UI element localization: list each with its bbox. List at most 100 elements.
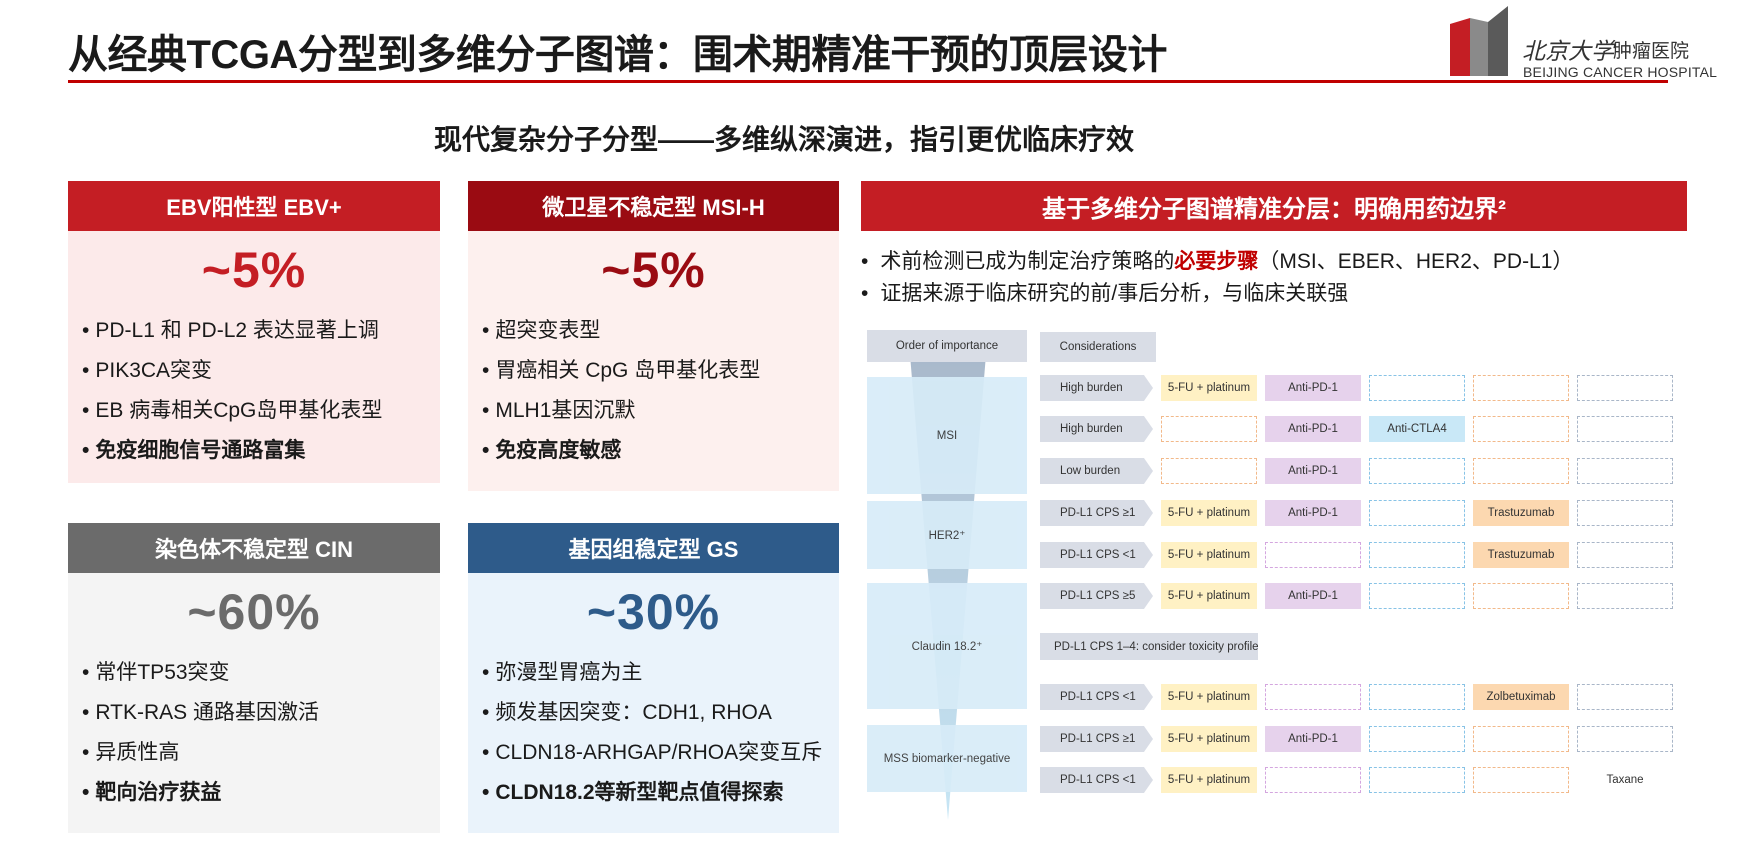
empty-slot (1369, 583, 1465, 609)
feature-item: 常伴TP53突变 (82, 653, 440, 693)
bullet-item: 术前检测已成为制定治疗策略的必要步骤（MSI、EBER、HER2、PD-L1） (861, 246, 1573, 278)
subtype-card-ebv: EBV阳性型 EBV+ ~5% PD-L1 和 PD-L2 表达显著上调 PIK… (68, 181, 440, 483)
feature-item: MLH1基因沉默 (482, 391, 839, 431)
empty-slot (1369, 500, 1465, 526)
right-panel-title: 基于多维分子图谱精准分层：明确用药边界² (861, 181, 1687, 231)
regimen-immunotherapy: Anti-PD-1 (1265, 416, 1361, 442)
empty-slot (1473, 375, 1569, 401)
regimen-targeted: Trastuzumab (1473, 500, 1569, 526)
right-panel-bullets: 术前检测已成为制定治疗策略的必要步骤（MSI、EBER、HER2、PD-L1） … (861, 246, 1573, 310)
bullet-emphasis: 必要步骤 (1174, 250, 1259, 273)
regimen-chemo: 5-FU + platinum (1161, 767, 1257, 793)
consideration-label: PD-L1 CPS ≥5 (1040, 583, 1153, 609)
biomarker-her2: HER2⁺ (867, 501, 1027, 569)
title-divider (68, 80, 1668, 83)
card-body: ~5% PD-L1 和 PD-L2 表达显著上调 PIK3CA突变 EB 病毒相… (68, 231, 440, 483)
logo-university-name: 北京大学 (1522, 39, 1614, 65)
subtype-card-gs: 基因组稳定型 GS ~30% 弥漫型胃癌为主 频发基因突变：CDH1, RHOA… (468, 523, 839, 833)
feature-item: 频发基因突变：CDH1, RHOA (482, 693, 839, 733)
empty-slot (1161, 458, 1257, 484)
considerations-header: Considerations (1040, 332, 1156, 362)
empty-slot (1369, 458, 1465, 484)
empty-slot (1369, 684, 1465, 710)
biomarker-msi: MSI (867, 377, 1027, 494)
regimen-taxane: Taxane (1606, 774, 1644, 786)
feature-list: 弥漫型胃癌为主 频发基因突变：CDH1, RHOA CLDN18-ARHGAP/… (468, 653, 839, 813)
feature-item: 弥漫型胃癌为主 (482, 653, 839, 693)
empty-slot (1577, 726, 1673, 752)
empty-slot (1473, 458, 1569, 484)
regimen-targeted: Trastuzumab (1473, 542, 1569, 568)
bullet-text: （MSI、EBER、HER2、PD-L1） (1258, 250, 1574, 273)
logo-department-name: 肿瘤医院 (1613, 41, 1690, 62)
empty-slot (1577, 583, 1673, 609)
consideration-label: PD-L1 CPS <1 (1040, 542, 1153, 568)
regimen-chemo: 5-FU + platinum (1161, 726, 1257, 752)
card-title: 微卫星不稳定型 MSI-H (468, 181, 839, 231)
card-percent: ~30% (586, 584, 721, 640)
card-title: EBV阳性型 EBV+ (68, 181, 440, 231)
regimen-chemo: 5-FU + platinum (1161, 375, 1257, 401)
consideration-label: PD-L1 CPS <1 (1040, 684, 1153, 710)
biomarker-claudin: Claudin 18.2⁺ (867, 583, 1027, 709)
regimen-immunotherapy: Anti-PD-1 (1265, 726, 1361, 752)
regimen-immunotherapy: Anti-PD-1 (1265, 375, 1361, 401)
feature-item: PD-L1 和 PD-L2 表达显著上调 (82, 311, 440, 351)
consideration-label: Low burden (1040, 458, 1153, 484)
treatment-diagram: Order of importance Considerations MSI H… (867, 330, 1687, 820)
feature-highlight: CLDN18.2等新型靶点值得探索 (482, 773, 839, 813)
consideration-label: PD-L1 CPS <1 (1040, 767, 1153, 793)
empty-slot (1161, 416, 1257, 442)
empty-slot (1577, 375, 1673, 401)
consideration-label: High burden (1040, 416, 1153, 442)
consideration-label: PD-L1 CPS ≥1 (1040, 726, 1153, 752)
empty-slot (1265, 767, 1361, 793)
empty-slot (1473, 767, 1569, 793)
biomarker-mss-negative: MSS biomarker-negative (867, 725, 1027, 792)
empty-slot (1473, 726, 1569, 752)
card-percent: ~60% (187, 584, 321, 640)
regimen-anti-ctla4: Anti-CTLA4 (1369, 416, 1465, 442)
regimen-immunotherapy: Anti-PD-1 (1265, 500, 1361, 526)
consideration-label: PD-L1 CPS 1–4: consider toxicity profile (1040, 633, 1259, 660)
empty-slot (1265, 542, 1361, 568)
empty-slot (1473, 416, 1569, 442)
empty-slot (1577, 458, 1673, 484)
regimen-immunotherapy: Anti-PD-1 (1265, 583, 1361, 609)
empty-slot (1369, 767, 1465, 793)
page-title: 从经典TCGA分型到多维分子图谱：围术期精准干预的顶层设计 (68, 33, 1167, 77)
order-of-importance-header: Order of importance (867, 330, 1027, 362)
bullet-item: 证据来源于临床研究的前/事后分析，与临床关联强 (861, 278, 1573, 310)
regimen-chemo: 5-FU + platinum (1161, 583, 1257, 609)
feature-list: 超突变表型 胃癌相关 CpG 岛甲基化表型 MLH1基因沉默 免疫高度敏感 (468, 311, 839, 471)
card-title: 染色体不稳定型 CIN (68, 523, 440, 573)
empty-slot (1369, 375, 1465, 401)
card-title: 基因组稳定型 GS (468, 523, 839, 573)
empty-slot (1369, 726, 1465, 752)
feature-highlight: 靶向治疗获益 (82, 773, 440, 813)
feature-item: 胃癌相关 CpG 岛甲基化表型 (482, 351, 839, 391)
feature-item: CLDN18-ARHGAP/RHOA突变互斥 (482, 733, 839, 773)
consideration-label: High burden (1040, 375, 1153, 401)
feature-item: EB 病毒相关CpG岛甲基化表型 (82, 391, 440, 431)
feature-item: RTK-RAS 通路基因激活 (82, 693, 440, 733)
subtype-card-cin: 染色体不稳定型 CIN ~60% 常伴TP53突变 RTK-RAS 通路基因激活… (68, 523, 440, 833)
feature-item: PIK3CA突变 (82, 351, 440, 391)
feature-item: 超突变表型 (482, 311, 839, 351)
section-subtitle: 现代复杂分子分型——多维纵深演进，指引更优临床疗效 (434, 124, 1135, 155)
empty-slot (1473, 583, 1569, 609)
regimen-chemo: 5-FU + platinum (1161, 542, 1257, 568)
regimen-chemo: 5-FU + platinum (1161, 500, 1257, 526)
regimen-targeted: Zolbetuximab (1473, 684, 1569, 710)
empty-slot (1265, 684, 1361, 710)
empty-slot (1577, 684, 1673, 710)
feature-item: 异质性高 (82, 733, 440, 773)
subtype-card-msi: 微卫星不稳定型 MSI-H ~5% 超突变表型 胃癌相关 CpG 岛甲基化表型 … (468, 181, 839, 491)
card-body: ~5% 超突变表型 胃癌相关 CpG 岛甲基化表型 MLH1基因沉默 免疫高度敏… (468, 231, 839, 491)
empty-slot (1577, 500, 1673, 526)
card-body: ~30% 弥漫型胃癌为主 频发基因突变：CDH1, RHOA CLDN18-AR… (468, 573, 839, 833)
card-body: ~60% 常伴TP53突变 RTK-RAS 通路基因激活 异质性高 靶向治疗获益 (68, 573, 440, 833)
empty-slot (1369, 542, 1465, 568)
hospital-logo-mark (1450, 6, 1508, 76)
card-percent: ~5% (201, 242, 307, 298)
